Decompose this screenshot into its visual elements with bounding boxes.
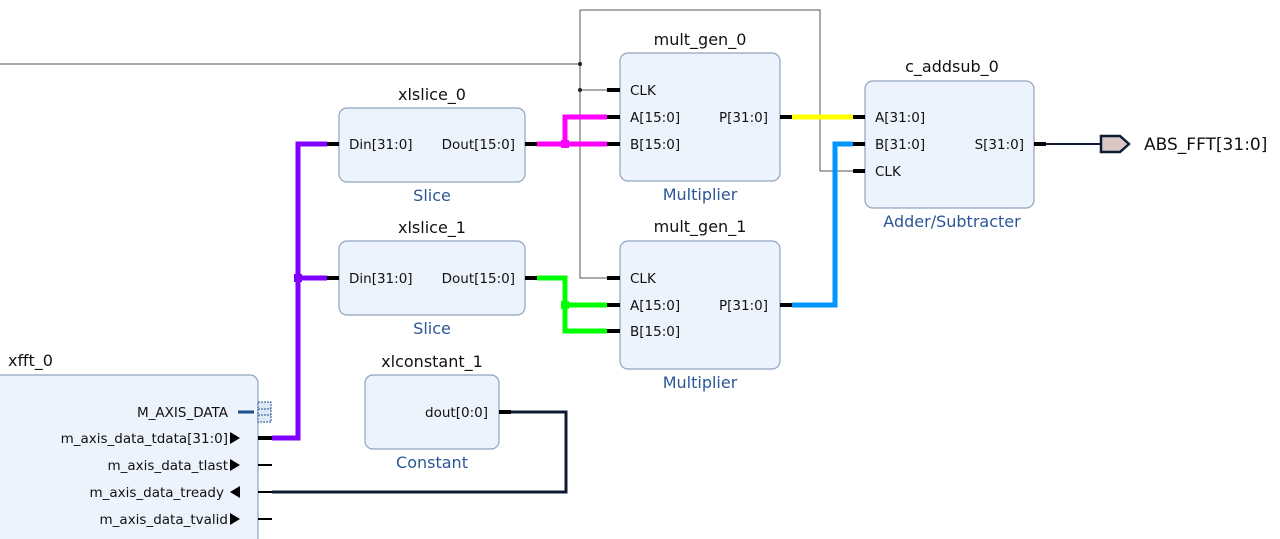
port-dout: dout[0:0] [425, 405, 488, 421]
block-mult-gen-0[interactable]: mult_gen_0 CLK A[15:0] B[15:0] P[31:0] M… [607, 30, 792, 204]
port-tready: m_axis_data_tready [89, 485, 224, 501]
block-c-addsub-0[interactable]: c_addsub_0 A[31:0] B[31:0] CLK S[31:0] A… [853, 57, 1046, 231]
port-a: A[31:0] [875, 110, 925, 126]
output-arrow-icon [230, 513, 240, 525]
block-title: mult_gen_0 [654, 30, 747, 50]
block-title: mult_gen_1 [654, 217, 747, 237]
port-a: A[15:0] [630, 110, 680, 126]
block-title: xlslice_1 [398, 218, 466, 238]
block-title: xlslice_0 [398, 85, 466, 105]
port-tlast: m_axis_data_tlast [108, 458, 229, 474]
block-type: Constant [396, 453, 468, 472]
input-arrow-icon [230, 486, 240, 498]
port-clk: CLK [630, 271, 657, 287]
port-p: P[31:0] [719, 110, 768, 126]
port-tvalid: m_axis_data_tvalid [100, 512, 228, 528]
output-arrow-icon [230, 459, 240, 471]
port-m-axis-data: M_AXIS_DATA [137, 405, 229, 421]
port-tdata: m_axis_data_tdata[31:0] [61, 431, 228, 447]
block-type: Slice [413, 186, 451, 205]
output-port-icon [1099, 134, 1131, 154]
block-xlslice-0[interactable]: xlslice_0 Din[31:0] Dout[15:0] Slice [327, 85, 537, 205]
port-clk: CLK [875, 164, 902, 180]
block-xfft-0[interactable]: xfft_0 M_AXIS_DATA m_axis_data_tdata[31:… [0, 351, 272, 539]
output-arrow-icon [230, 432, 240, 444]
net-tdata[interactable] [272, 141, 327, 441]
net-tready[interactable] [272, 410, 568, 494]
port-clk: CLK [630, 83, 657, 99]
port-din: Din[31:0] [349, 137, 413, 153]
port-dout: Dout[15:0] [442, 137, 515, 153]
net-slice0-out-a[interactable] [562, 114, 607, 144]
port-b: B[31:0] [875, 137, 925, 153]
block-type: Slice [413, 319, 451, 338]
port-b: B[15:0] [630, 137, 680, 153]
block-mult-gen-1[interactable]: mult_gen_1 CLK A[15:0] B[15:0] P[31:0] M… [607, 217, 792, 392]
net-junction [561, 301, 569, 309]
block-title: xfft_0 [8, 351, 53, 371]
net-junction [561, 140, 569, 148]
block-title: c_addsub_0 [905, 57, 999, 77]
port-b: B[15:0] [630, 324, 680, 340]
port-p: P[31:0] [719, 298, 768, 314]
block-type: Multiplier [663, 373, 738, 392]
block-type: Multiplier [663, 185, 738, 204]
port-a: A[15:0] [630, 298, 680, 314]
block-type: Adder/Subtracter [883, 212, 1021, 231]
block-title: xlconstant_1 [381, 352, 483, 372]
net-junction [294, 274, 302, 282]
net-mult1-p[interactable] [792, 141, 853, 308]
output-port-label: ABS_FFT[31:0] [1144, 135, 1267, 155]
block-xlconstant-1[interactable]: xlconstant_1 dout[0:0] Constant [364, 352, 511, 472]
interface-bus-icon[interactable] [257, 401, 272, 423]
port-s: S[31:0] [975, 137, 1024, 153]
port-dout: Dout[15:0] [442, 271, 515, 287]
block-xlslice-1[interactable]: xlslice_1 Din[31:0] Dout[15:0] Slice [327, 218, 537, 338]
output-port-abs-fft[interactable]: ABS_FFT[31:0] [1099, 134, 1267, 155]
port-din: Din[31:0] [349, 271, 413, 287]
